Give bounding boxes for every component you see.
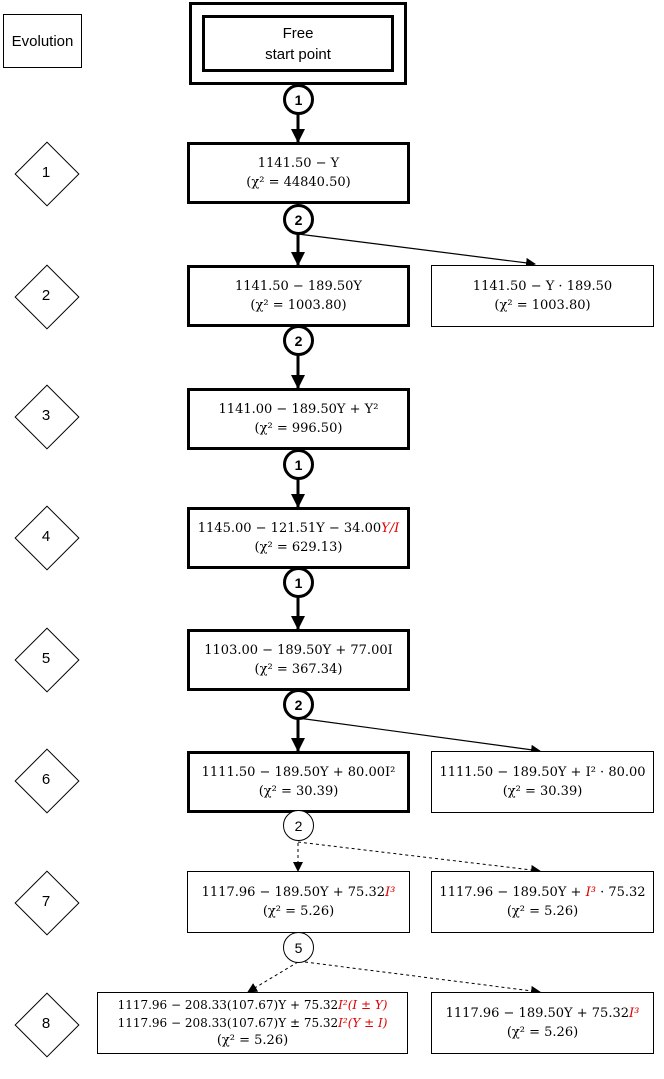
operator-badge-1: 1 bbox=[283, 84, 314, 115]
node-step6-alt-expr: 1111.50 − 189.50Y + I² · 80.00 bbox=[439, 765, 646, 780]
node-step6: 1111.50 − 189.50Y + 80.00I² (χ² = 30.39) bbox=[187, 751, 410, 813]
start-node: Free start point bbox=[189, 2, 407, 85]
edge-7-to-8 bbox=[247, 961, 299, 993]
node-step2-alt-expr: 1141.50 − Y · 189.50 bbox=[472, 279, 613, 294]
node-step4: 1145.00 − 121.51Y − 34.00Y/I (χ² = 629.1… bbox=[187, 507, 410, 569]
edge-6-to-7b bbox=[297, 841, 541, 875]
node-step6-expr: 1111.50 − 189.50Y + 80.00I² bbox=[201, 765, 396, 780]
node-step2-expr: 1141.50 − 189.50Y bbox=[235, 279, 362, 294]
node-step8-line1-highlight: I²(I ± Y) bbox=[338, 998, 388, 1012]
node-step4-expr-main: 1145.00 − 121.51Y − 34.00 bbox=[197, 521, 382, 536]
node-step8-line2: 1117.96 − 208.33(107.67)Y ± 75.32I²(Y ± … bbox=[118, 1014, 388, 1032]
node-step7-expr: 1117.96 − 189.50Y + 75.32I³ bbox=[202, 883, 396, 902]
node-step7-alt-expr-highlight: I³ bbox=[585, 885, 596, 900]
evolution-label: Evolution bbox=[3, 14, 82, 68]
node-step7-alt: 1117.96 − 189.50Y + I³ · 75.32 (χ² = 5.2… bbox=[431, 871, 654, 933]
node-step7: 1117.96 − 189.50Y + 75.32I³ (χ² = 5.26) bbox=[187, 871, 410, 933]
node-step5-chi: (χ² = 367.34) bbox=[254, 662, 343, 677]
node-step3-chi: (χ² = 996.50) bbox=[254, 421, 343, 436]
node-step3: 1141.00 − 189.50Y + Y² (χ² = 996.50) bbox=[187, 388, 410, 450]
step-number-6: 6 bbox=[41, 771, 51, 788]
node-step8-alt: 1117.96 − 189.50Y + 75.32I³ (χ² = 5.26) bbox=[431, 992, 654, 1054]
edge-1-to-2b bbox=[297, 233, 536, 268]
node-step8-line1-main: 1117.96 − 208.33(107.67)Y + 75.32 bbox=[117, 998, 339, 1012]
operator-badge-4: 1 bbox=[283, 449, 314, 480]
node-step7-chi: (χ² = 5.26) bbox=[262, 904, 335, 919]
step-number-2: 2 bbox=[41, 287, 51, 304]
node-step2-alt-chi: (χ² = 1003.80) bbox=[494, 298, 591, 313]
step-number-5: 5 bbox=[41, 650, 51, 667]
node-step8-line2-highlight: I²(Y ± I) bbox=[338, 1016, 388, 1030]
node-step7-alt-expr-main: 1117.96 − 189.50Y + bbox=[439, 885, 586, 900]
operator-badge-2: 2 bbox=[283, 204, 314, 235]
node-step6-alt-chi: (χ² = 30.39) bbox=[502, 784, 583, 799]
node-step6-chi: (χ² = 30.39) bbox=[258, 784, 339, 799]
node-step1-expr: 1141.50 − Y bbox=[257, 156, 340, 171]
step-number-4: 4 bbox=[41, 528, 51, 545]
node-step8-line1: 1117.96 − 208.33(107.67)Y + 75.32I²(I ± … bbox=[118, 996, 388, 1014]
node-step6-alt: 1111.50 − 189.50Y + I² · 80.00 (χ² = 30.… bbox=[431, 751, 654, 813]
node-step8: 1117.96 − 208.33(107.67)Y + 75.32I²(I ± … bbox=[97, 992, 408, 1054]
node-step4-chi: (χ² = 629.13) bbox=[254, 540, 343, 555]
start-line2: start point bbox=[265, 45, 331, 63]
node-step4-expr-highlight: Y/I bbox=[381, 521, 400, 536]
node-step7-expr-highlight: I³ bbox=[385, 885, 396, 900]
node-step1-chi: (χ² = 44840.50) bbox=[246, 175, 351, 190]
step-number-7: 7 bbox=[41, 893, 51, 910]
node-step2-alt: 1141.50 − Y · 189.50 (χ² = 1003.80) bbox=[431, 265, 654, 327]
operator-badge-3: 2 bbox=[283, 325, 314, 356]
node-step8-alt-expr-main: 1117.96 − 189.50Y + 75.32 bbox=[445, 1006, 629, 1021]
operator-badge-7: 2 bbox=[283, 810, 314, 841]
node-step8-alt-chi: (χ² = 5.26) bbox=[506, 1025, 579, 1040]
node-step8-alt-expr: 1117.96 − 189.50Y + 75.32I³ bbox=[446, 1004, 640, 1023]
node-step8-alt-expr-highlight: I³ bbox=[629, 1006, 640, 1021]
operator-badge-6: 2 bbox=[283, 689, 314, 720]
node-step4-expr: 1145.00 − 121.51Y − 34.00Y/I bbox=[198, 519, 399, 538]
node-step2: 1141.50 − 189.50Y (χ² = 1003.80) bbox=[187, 265, 410, 327]
node-step8-line2-main: 1117.96 − 208.33(107.67)Y ± 75.32 bbox=[117, 1016, 339, 1030]
node-step5-expr: 1103.00 − 189.50Y + 77.00I bbox=[204, 643, 393, 658]
node-step7-alt-expr-tail: · 75.32 bbox=[595, 885, 646, 900]
operator-badge-5: 1 bbox=[283, 567, 314, 598]
node-step5: 1103.00 − 189.50Y + 77.00I (χ² = 367.34) bbox=[187, 629, 410, 691]
edge-5-to-6b bbox=[297, 717, 541, 755]
start-line1: Free bbox=[282, 24, 314, 42]
node-step7-expr-main: 1117.96 − 189.50Y + 75.32 bbox=[201, 885, 385, 900]
step-number-3: 3 bbox=[41, 407, 51, 424]
operator-badge-8: 5 bbox=[283, 932, 314, 963]
edge-7-to-8b bbox=[304, 961, 541, 996]
node-step3-expr: 1141.00 − 189.50Y + Y² bbox=[218, 402, 379, 417]
step-number-1: 1 bbox=[41, 164, 51, 181]
node-step1: 1141.50 − Y (χ² = 44840.50) bbox=[187, 142, 410, 204]
node-step8-chi: (χ² = 5.26) bbox=[216, 1033, 289, 1048]
node-step7-alt-chi: (χ² = 5.26) bbox=[506, 904, 579, 919]
step-number-8: 8 bbox=[41, 1015, 51, 1032]
node-step2-chi: (χ² = 1003.80) bbox=[250, 298, 347, 313]
node-step7-alt-expr: 1117.96 − 189.50Y + I³ · 75.32 bbox=[439, 883, 645, 902]
